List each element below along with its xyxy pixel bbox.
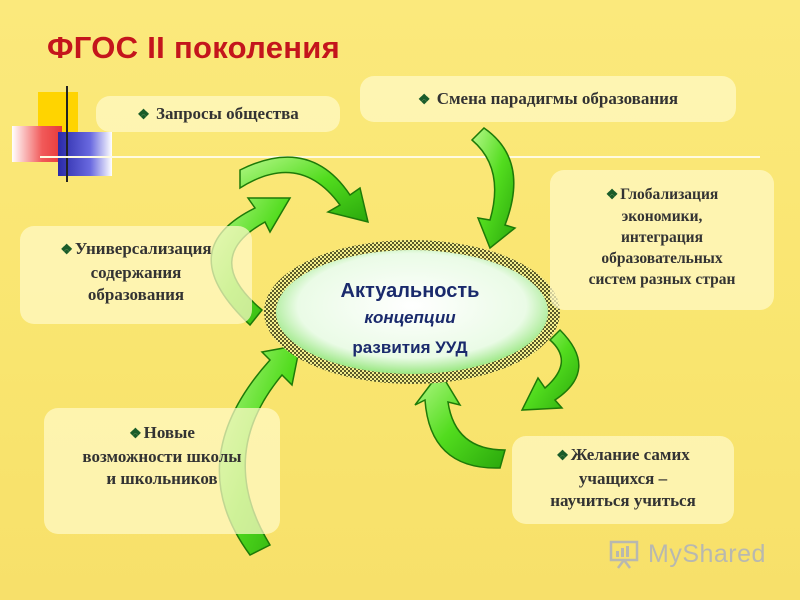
box-line: научиться учиться: [550, 491, 696, 510]
bullet-icon: ❖: [137, 108, 150, 123]
bullet-icon: ❖: [129, 427, 142, 442]
box-text: Желание самих: [570, 445, 690, 464]
box-text: Глобализация: [620, 186, 719, 203]
watermark: MyShared: [608, 538, 768, 572]
bullet-icon: ❖: [417, 93, 431, 108]
bullet-icon: ❖: [60, 243, 73, 258]
arrow-right: [520, 328, 580, 411]
box-line: ❖Универсализация: [20, 238, 252, 262]
box-line: возможности школы: [82, 447, 242, 466]
center-subtitle: концепции: [364, 308, 456, 327]
box-line: содержания: [90, 263, 182, 282]
watermark-text: MyShared: [648, 540, 766, 568]
decor-vertical-line: [66, 86, 68, 182]
center-title: Актуальность: [340, 280, 480, 302]
box-universalization: ❖Универсализация содержания образования: [20, 226, 252, 324]
box-line: систем разных стран: [588, 271, 736, 288]
box-students-desire: ❖Желание самих учащихся – научиться учит…: [512, 436, 734, 524]
box-text: Смена парадигмы образования: [436, 89, 679, 108]
box-globalization: ❖Глобализация экономики, интеграция обра…: [550, 170, 774, 310]
bullet-icon: ❖: [556, 449, 569, 464]
decor-yellow-square: [38, 92, 78, 132]
box-line: экономики,: [621, 208, 703, 225]
center-ellipse: [276, 250, 548, 374]
box-new-opportunities: ❖Новые возможности школы и школьников: [44, 408, 280, 534]
box-line: ❖Новые: [44, 422, 280, 446]
arrow-top-right: [470, 127, 517, 250]
box-line: и школьников: [106, 469, 218, 488]
center-subtitle-2: развития УУД: [352, 338, 468, 357]
box-text: Новые: [143, 423, 195, 442]
arrow-bottom-right: [414, 370, 506, 469]
box-line: интеграция: [620, 229, 703, 246]
box-society-requests: ❖ Запросы общества: [96, 96, 340, 132]
box-paradigm-change: ❖ Смена парадигмы образования: [360, 76, 736, 122]
box-text: Запросы общества: [156, 104, 299, 123]
box-line: ❖Желание самих: [512, 444, 734, 468]
box-line: образования: [87, 285, 185, 304]
box-line: образовательных: [601, 250, 723, 267]
presentation-icon: [609, 540, 639, 569]
decor-horizontal-line: [40, 156, 760, 158]
arrow-top: [239, 156, 370, 224]
box-line: учащихся –: [578, 469, 668, 488]
box-text: Универсализация: [74, 239, 212, 258]
slide-title: ФГОС II поколения: [47, 30, 341, 65]
box-line: ❖Глобализация: [550, 184, 774, 206]
bullet-icon: ❖: [605, 188, 619, 203]
